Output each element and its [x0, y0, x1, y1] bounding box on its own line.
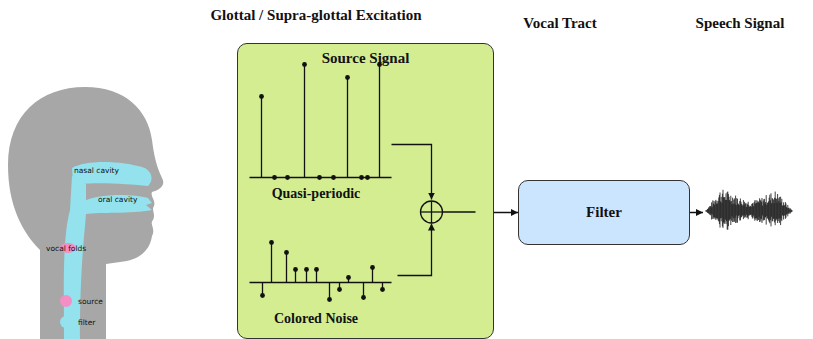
sample-dot [272, 175, 277, 180]
sample-dot [304, 267, 309, 272]
impulse [304, 65, 305, 178]
sample-dot [337, 287, 342, 292]
sample-dot [317, 175, 322, 180]
sample-dot [380, 287, 385, 292]
sum-symbol [431, 201, 432, 223]
legend-text: source [78, 297, 103, 306]
part-name: nasal cavity [74, 166, 119, 175]
signal-connector [494, 212, 519, 214]
noise-sample [329, 283, 330, 300]
node-title: Filter [586, 204, 622, 221]
sample-dot [269, 240, 274, 245]
legend-swatch [60, 295, 72, 307]
baseline [250, 282, 392, 283]
noise-sample [271, 243, 272, 283]
sum-symbol [421, 201, 443, 223]
sample-dot [284, 250, 289, 255]
signal-arrow [392, 145, 432, 200]
part-name: vocal folds [46, 244, 86, 253]
pharynx [64, 176, 86, 339]
node-title: Source Signal [238, 50, 493, 67]
column-header: Vocal Tract [523, 15, 596, 32]
legend-entry: filter [60, 316, 95, 328]
signal-arrow [398, 224, 432, 276]
legend-swatch [60, 316, 72, 328]
sample-dot [359, 175, 364, 180]
sample-dot [345, 75, 350, 80]
sample-dot [346, 275, 351, 280]
sample-dot [259, 94, 264, 99]
legend-text: filter [78, 318, 95, 327]
sample-dot [365, 175, 370, 180]
sample-dot [331, 175, 336, 180]
sample-dot [285, 175, 290, 180]
sample-dot [260, 293, 265, 298]
signal-name: Colored Noise [274, 311, 358, 327]
sample-dot [293, 267, 298, 272]
impulse [379, 65, 380, 178]
sum-output [443, 211, 476, 212]
output-arrow [690, 212, 703, 214]
part-name: oral cavity [98, 195, 137, 204]
oral-cavity [82, 195, 152, 214]
sample-dot [314, 267, 319, 272]
noise-sample [286, 253, 287, 283]
column-header: Speech Signal [696, 15, 785, 32]
impulse [347, 78, 348, 178]
sample-dot [370, 265, 375, 270]
speech-waveform [705, 190, 793, 230]
head-illustration [8, 87, 163, 339]
sample-dot [361, 295, 366, 300]
waveform-path [705, 190, 793, 230]
sample-dot [327, 297, 332, 302]
filter-box: Filter [518, 180, 690, 245]
impulse [261, 97, 262, 178]
column-header: Glottal / Supra-glottal Excitation [209, 4, 424, 26]
sample-dot [302, 62, 307, 67]
head-silhouette [8, 87, 163, 339]
legend-entry: source [60, 295, 103, 307]
signal-name: Quasi-periodic [272, 186, 361, 202]
